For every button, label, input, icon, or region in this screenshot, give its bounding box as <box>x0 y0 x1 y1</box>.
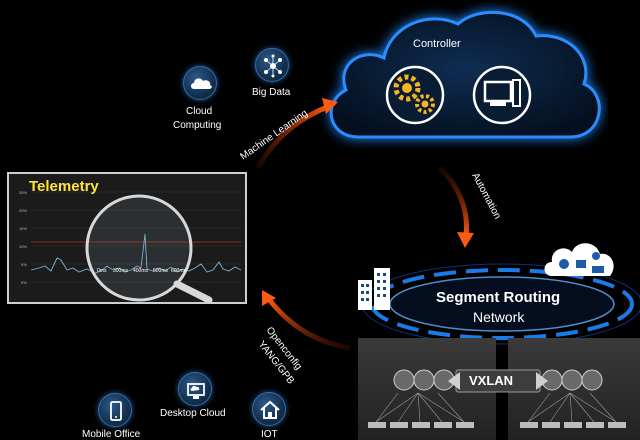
y-tick-15: 15% <box>19 226 27 231</box>
desktop-cloud-label: Desktop Cloud <box>160 408 226 419</box>
mag-label-2: 400ms <box>133 268 149 274</box>
mag-label-4: 600ms <box>171 268 187 274</box>
big-data-icon <box>255 48 289 82</box>
mobile-office-icon <box>98 393 132 427</box>
arrow-automation <box>438 166 469 237</box>
datacenter-topology <box>368 369 626 428</box>
mag-label-3: 500ms <box>153 268 169 274</box>
computer-icon <box>472 65 532 125</box>
controller-cloud <box>329 10 601 139</box>
telemetry-chart: 25% 20% 15% 10% 5% 0% 0ms 300ms 400ms 50… <box>19 190 242 304</box>
y-tick-0: 0% <box>21 280 27 285</box>
controller-title: Controller <box>413 38 461 50</box>
telemetry-title: Telemetry <box>29 178 99 195</box>
mag-label-0: 0ms <box>97 268 107 274</box>
segment-routing-title: Segment Routing <box>436 289 561 306</box>
cloud-computing-label-line2: Computing <box>173 120 222 131</box>
big-data-label: Big Data <box>252 87 291 98</box>
arrow-machine-learning <box>255 103 331 170</box>
cloud-computing-icon <box>183 66 217 100</box>
segment-routing-subtitle: Network <box>473 309 525 325</box>
services-cloud-icon <box>544 243 614 276</box>
iot-icon <box>252 392 286 426</box>
gears-icon <box>385 65 445 125</box>
arrow-openconfig <box>266 296 351 351</box>
vxlan-label: VXLAN <box>469 373 514 388</box>
y-tick-25: 25% <box>19 190 27 195</box>
iot-label: IOT <box>261 429 278 440</box>
buildings-icon <box>358 268 390 310</box>
mobile-office-label: Mobile Office <box>82 429 141 440</box>
cloud-computing-label-line1: Cloud <box>186 106 213 117</box>
automation-label: Automation <box>469 171 502 221</box>
y-tick-5: 5% <box>21 262 27 267</box>
mag-label-1: 300ms <box>113 268 129 274</box>
machine-learning-label: Machine Learning <box>238 108 309 163</box>
y-tick-10: 10% <box>19 244 27 249</box>
desktop-cloud-icon <box>178 372 212 406</box>
y-tick-20: 20% <box>19 208 27 213</box>
magnifier-icon <box>85 194 213 304</box>
telemetry-panel: 25% 20% 15% 10% 5% 0% 0ms 300ms 400ms 50… <box>7 172 247 304</box>
